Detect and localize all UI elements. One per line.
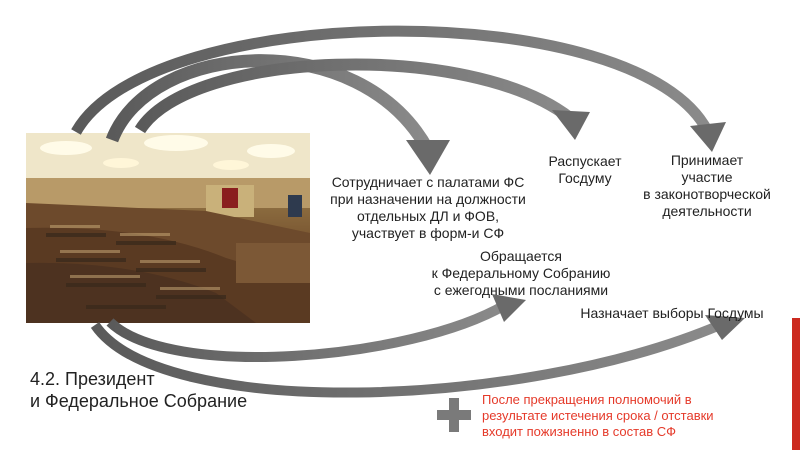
- label-addresses: Обращается к Федеральному Собранию с еже…: [431, 248, 611, 298]
- senator-for-life-note: После прекращения полномочий в результат…: [482, 392, 714, 439]
- label-participates: Принимает участие в законотворческой дея…: [643, 152, 771, 219]
- duma-hall-photo: [26, 133, 310, 323]
- plus-icon: [437, 398, 471, 432]
- arrow-icon: [106, 294, 526, 362]
- slide-title: 4.2. Президент и Федеральное Собрание: [30, 369, 248, 411]
- arrow-icon: [90, 315, 745, 398]
- arrow-icon: [134, 58, 590, 140]
- label-dissolves: Распускает Госдуму: [548, 153, 622, 186]
- arrow-icon: [105, 54, 450, 175]
- label-elections: Назначает выборы Госдумы: [580, 305, 764, 321]
- arrow-icon: [71, 25, 726, 152]
- label-cooperates: Сотрудничает с палатами ФС при назначени…: [330, 174, 526, 241]
- accent-bar: [792, 318, 800, 450]
